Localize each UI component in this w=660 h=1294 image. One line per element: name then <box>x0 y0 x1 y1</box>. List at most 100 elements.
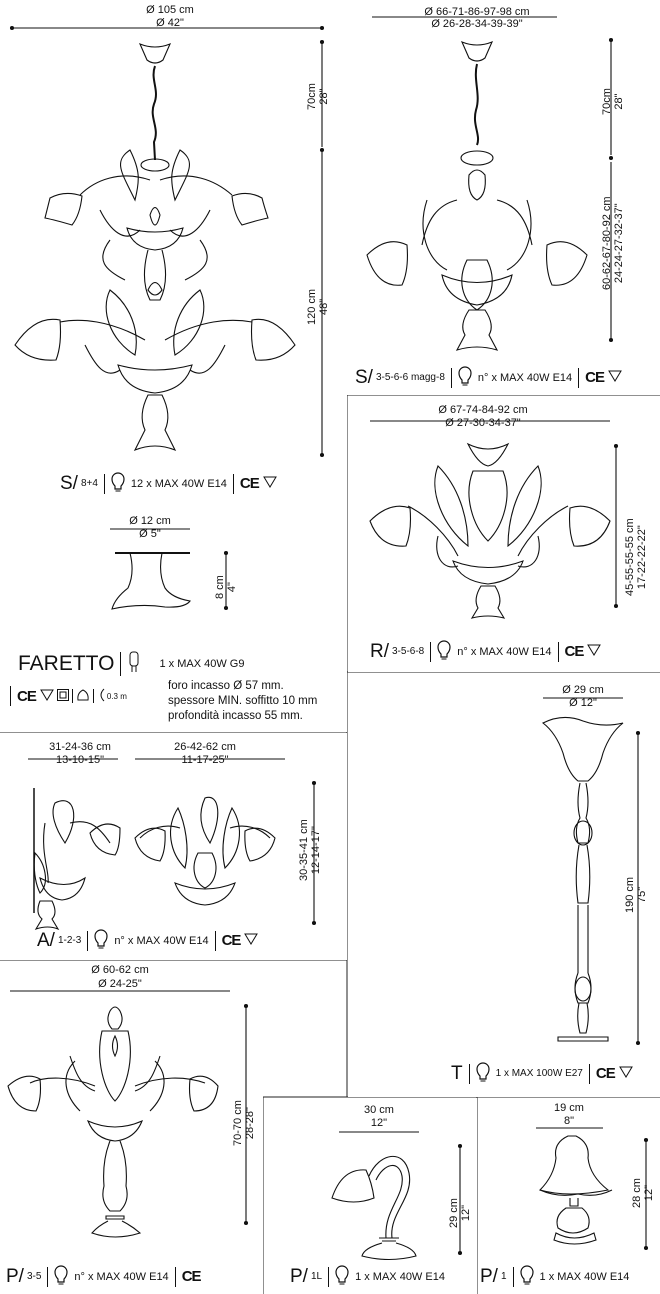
width-in: Ø 26-28-34-39-39" <box>431 18 523 30</box>
bulb-spec: n° x MAX 40W E14 <box>74 1270 169 1283</box>
width-cm: Ø 60-62 cm <box>91 964 149 976</box>
spec-row: A/ 1-2-3 n° x MAX 40W E14 CE <box>37 929 259 952</box>
f-triangle-icon <box>262 476 277 491</box>
width-cm: Ø 66-71-86-97-98 cm <box>424 6 530 18</box>
height: 190 cm 75" <box>624 876 648 913</box>
height-total: 120 cm 48" <box>306 288 330 325</box>
double-square-icon <box>56 689 69 703</box>
panel-faretto: Ø 12 cm Ø 5" 8 cm 4" FARETTO 1 x MAX 40W… <box>0 503 347 732</box>
lamp-drawing-p-1 <box>536 1127 649 1251</box>
height: 8 cm 4" <box>214 575 238 599</box>
ce-mark: CE <box>181 1268 202 1285</box>
model-variant: 3-5 <box>26 1271 42 1282</box>
note-thickness: spessore MIN. soffitto 10 mm <box>168 695 318 707</box>
spec-row: P/ 1L 1 x MAX 40W E14 <box>290 1265 445 1288</box>
panel-p-1: 19 cm 8" 28 cm 12" P/ 1 1 x MAX 40W E14 <box>478 1098 660 1294</box>
f-triangle-icon <box>39 689 54 703</box>
panel-t: Ø 29 cm Ø 12" 190 cm 75" T 1 x MAX 100W … <box>348 673 660 1097</box>
spec-row: R/ 3-5-6-8 n° x MAX 40W E14 CE <box>370 640 602 663</box>
installation-notes: foro incasso Ø 57 mm. spessore MIN. soff… <box>168 679 317 724</box>
distance-icon <box>97 688 105 704</box>
spec-row: S/ 3-5-6-6 magg-8 n° x MAX 40W E14 CE <box>355 366 622 389</box>
model-code: P/ <box>6 1265 24 1287</box>
ce-mark: CE <box>17 687 37 705</box>
model-variant: 1-2-3 <box>57 935 82 946</box>
width-in: Ø 24-25" <box>98 978 142 990</box>
lamp-drawing-s-large <box>9 25 325 458</box>
panel-s-large: Ø 105 cm Ø 42" <box>0 0 347 503</box>
lamp-drawing-s-small <box>366 16 614 351</box>
bulb-icon <box>458 366 472 389</box>
f-triangle-icon <box>618 1066 633 1081</box>
ce-mark: CE <box>564 643 585 660</box>
model-code: P/ <box>480 1265 498 1287</box>
model-code: S/ <box>355 366 373 388</box>
f-triangle-icon <box>587 644 602 659</box>
width-in: Ø 27-30-34-37" <box>445 417 521 429</box>
depth-cm: 31-24-36 cm <box>49 741 111 753</box>
bulb-spec: 1 x MAX 40W E14 <box>355 1270 445 1283</box>
distance-value: 0.3 m <box>106 691 127 701</box>
bulb-spec: 1 x MAX 40W E14 <box>539 1270 630 1283</box>
bulb-icon <box>437 640 451 663</box>
bulb-icon <box>94 929 108 952</box>
panel-p-1l: 30 cm 12" 29 cm 12" P/ 1L 1 x MAX 40W E1… <box>264 1098 477 1294</box>
flame-shield-icon <box>76 689 90 703</box>
bulb-spec: 1 x MAX 40W G9 <box>159 657 245 670</box>
spec-row: P/ 1 1 x MAX 40W E14 <box>480 1265 629 1288</box>
f-triangle-icon <box>608 370 622 385</box>
model-variant: 8+4 <box>80 478 98 489</box>
bulb-spec: 12 x MAX 40W E14 <box>130 477 227 490</box>
lamp-drawing-a <box>28 758 317 931</box>
note-hole: foro incasso Ø 57 mm. <box>168 680 284 692</box>
width-cm: 30 cm <box>364 1104 394 1116</box>
height-total: 60-62-67-80-92 cm 24-24-27-32-37" <box>601 196 625 290</box>
width-cm: Ø 12 cm <box>129 515 171 527</box>
height: 70-70 cm 28-28" <box>232 1100 256 1146</box>
note-depth: profondità incasso 55 mm. <box>168 710 303 722</box>
ce-mark: CE <box>585 369 605 386</box>
model-variant: 1 <box>500 1271 507 1282</box>
f-triangle-icon <box>244 933 259 948</box>
bulb-spec: n° x MAX 40W E14 <box>114 934 209 947</box>
bulb-icon <box>335 1265 349 1288</box>
height-top: 70cm 28" <box>306 83 330 110</box>
model-code: S/ <box>60 472 78 494</box>
model-name: FARETTO <box>18 651 115 675</box>
certification-icons: CE 0.3 m <box>10 686 127 706</box>
height: 30-35-41 cm 12-14-17" <box>298 819 322 881</box>
model-code: R/ <box>370 640 389 662</box>
panel-s-small: Ø 66-71-86-97-98 cm Ø 26-28-34-39-39" 70… <box>347 0 660 395</box>
height: 29 cm 12" <box>448 1198 472 1228</box>
width-cm: Ø 29 cm <box>562 684 604 696</box>
spec-row: T 1 x MAX 100W E27 CE <box>451 1062 633 1085</box>
bulb-icon <box>519 1265 534 1288</box>
ce-mark: CE <box>595 1065 616 1082</box>
width-cm: 19 cm <box>554 1102 584 1114</box>
bulb-spec: n° x MAX 40W E14 <box>477 371 573 384</box>
spec-row: P/ 3-5 n° x MAX 40W E14 CE <box>6 1265 202 1288</box>
panel-p-large: Ø 60-62 cm Ø 24-25" 70-70 cm 28-28" <box>0 961 263 1294</box>
bulb-icon <box>111 472 125 495</box>
width-cm: Ø 105 cm <box>146 4 194 16</box>
panel-a: 31-24-36 cm 13-10-15" 26-42-62 cm 11-17-… <box>0 733 347 960</box>
height: 45-55-55-55 cm 17-22-22-22" <box>624 518 648 596</box>
width-in: Ø 5" <box>139 528 161 540</box>
bulb-icon <box>476 1062 490 1085</box>
width-in: Ø 42" <box>156 17 184 29</box>
spec-row: S/ 8+4 12 x MAX 40W E14 CE <box>60 472 277 495</box>
bulb-icon <box>54 1265 69 1288</box>
width-cm: Ø 67-74-84-92 cm <box>438 404 528 416</box>
lamp-drawing-faretto <box>110 528 229 611</box>
width-in: Ø 12" <box>569 697 597 709</box>
bulb-spec: 1 x MAX 100W E27 <box>495 1068 583 1079</box>
panel-r: Ø 67-74-84-92 cm Ø 27-30-34-37" 45-55-55… <box>348 396 660 672</box>
width-in: 8" <box>563 1115 575 1127</box>
model-code: A/ <box>37 929 55 951</box>
width-in: 11-17-25" <box>181 754 229 766</box>
height: 28 cm 12" <box>631 1178 655 1208</box>
height-top: 70cm 28" <box>601 88 625 115</box>
lamp-drawing-p-large <box>7 990 249 1238</box>
ce-mark: CE <box>239 475 260 492</box>
faretto-title-row: FARETTO 1 x MAX 40W G9 <box>18 650 244 677</box>
